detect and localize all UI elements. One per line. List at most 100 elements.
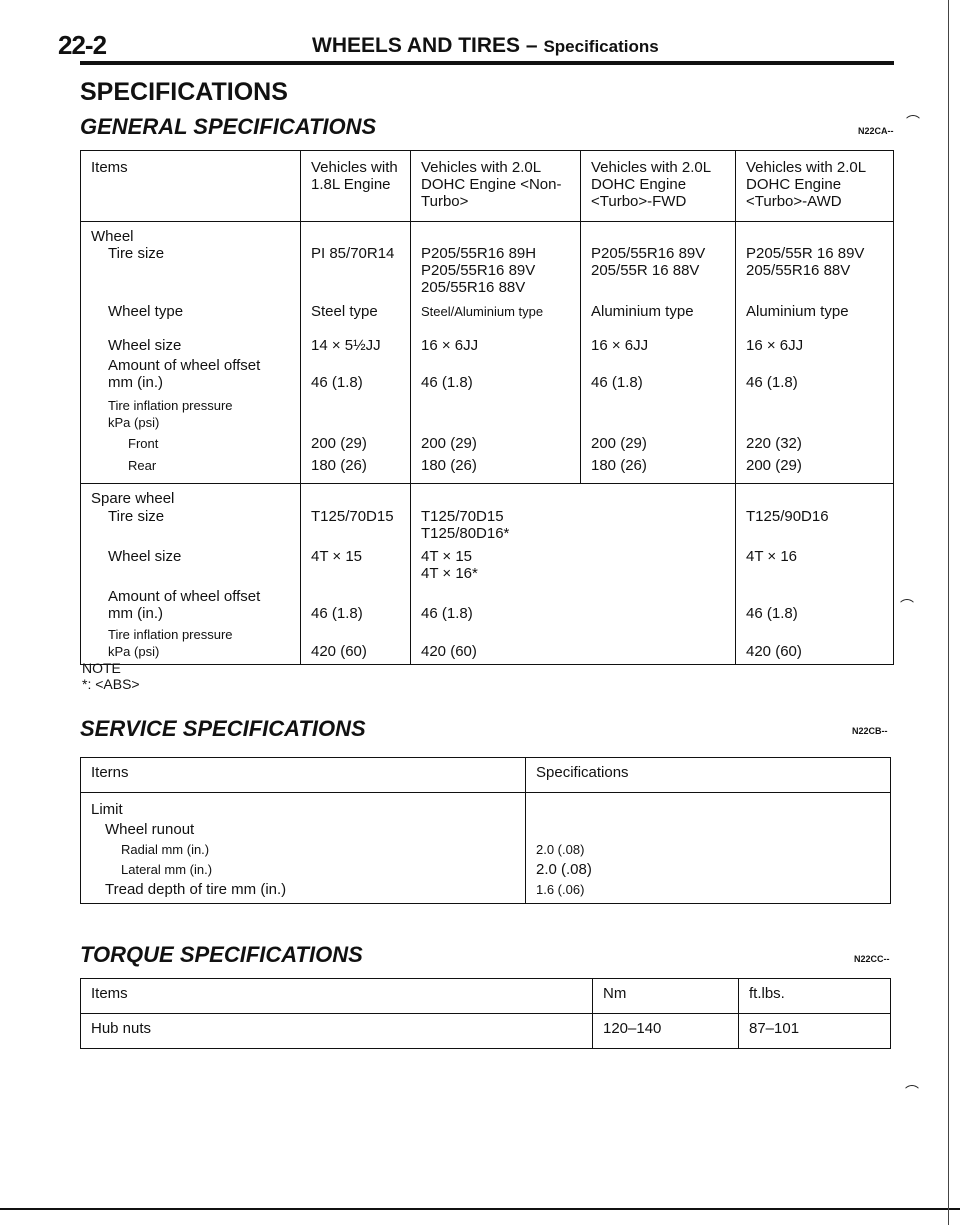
table-row: Wheel size 14 × 5½JJ 16 × 6JJ 16 × 6JJ 1… <box>80 337 894 357</box>
table-cell <box>580 397 736 435</box>
table-row: Amount of wheel offset mm (in.) 46 (1.8)… <box>80 357 894 397</box>
table-cell: 46 (1.8) <box>580 357 736 397</box>
table-cell <box>525 821 891 841</box>
torque-spec-table: Items Nm ft.lbs. Hub nuts 120–140 87–101 <box>80 978 891 1049</box>
table-cell: 46 (1.8) <box>735 588 894 626</box>
table-cell: 420 (60) <box>410 626 736 665</box>
table-cell: 46 (1.8) <box>300 357 411 397</box>
table-cell: Aluminium type <box>735 303 894 337</box>
table-cell: Radial mm (in.) <box>80 841 526 861</box>
table-cell: 200 (29) <box>735 457 894 484</box>
page-header: WHEELS AND TIRES – Specifications <box>312 34 659 58</box>
table-cell: Front <box>80 435 301 457</box>
header-dash: – <box>525 34 538 57</box>
table-cell: Wheel size <box>80 548 301 588</box>
table-cell: Wheel type <box>80 303 301 337</box>
table-header-row: Items Vehicles with 1.8L Engine Vehicles… <box>80 150 894 222</box>
table-row: Wheel runout <box>80 821 891 841</box>
table-cell <box>410 397 581 435</box>
table-header-row: Items Nm ft.lbs. <box>80 978 891 1014</box>
table-cell: 120–140 <box>592 1013 739 1049</box>
table-cell: 200 (29) <box>410 435 581 457</box>
table-cell: Rear <box>80 457 301 484</box>
column-header: Items <box>80 150 301 222</box>
column-header: Vehicles with 2.0L DOHC Engine <Non-Turb… <box>410 150 581 222</box>
column-header: ft.lbs. <box>738 978 891 1014</box>
table-row: Limit <box>80 792 891 821</box>
table-cell: Wheel runout <box>80 821 526 841</box>
table-row: Tire inflation pressure kPa (psi) <box>80 397 894 435</box>
table-cell: 16 × 6JJ <box>735 337 894 357</box>
table-row: Hub nuts 120–140 87–101 <box>80 1013 891 1049</box>
table-cell: PI 85/70R14 <box>300 245 411 303</box>
table-cell: 46 (1.8) <box>735 357 894 397</box>
margin-mark: ⌒ <box>905 1084 919 1100</box>
table-cell: Amount of wheel offset mm (in.) <box>80 357 301 397</box>
page-edge-line <box>948 0 949 1225</box>
table-cell: Wheel <box>80 221 301 245</box>
column-header: Specifications <box>525 757 891 793</box>
table-cell <box>300 397 411 435</box>
table-cell: 420 (60) <box>300 626 411 665</box>
table-cell: 2.0 (.08) <box>525 841 891 861</box>
table-cell: 200 (29) <box>300 435 411 457</box>
table-row: Tire inflation pressure kPa (psi) 420 (6… <box>80 626 894 665</box>
table-cell: Tread depth of tire mm (in.) <box>80 881 526 904</box>
table-cell: 420 (60) <box>735 626 894 665</box>
table-row: Rear 180 (26) 180 (26) 180 (26) 200 (29) <box>80 457 894 484</box>
table-cell: 200 (29) <box>580 435 736 457</box>
column-header: Iterns <box>80 757 526 793</box>
table-cell <box>410 221 581 245</box>
table-cell <box>735 221 894 245</box>
margin-mark: ⌒ <box>900 598 914 614</box>
table-cell <box>735 483 894 508</box>
footer-rule <box>0 1208 960 1210</box>
table-cell: T125/70D15 T125/80D16* <box>410 508 736 548</box>
table-cell: Limit <box>80 792 526 821</box>
table-cell: Tire size <box>80 245 301 303</box>
table-cell: 4T × 15 4T × 16* <box>410 548 736 588</box>
service-spec-code: N22CB-- <box>852 726 888 736</box>
table-row: Tread depth of tire mm (in.) 1.6 (.06) <box>80 881 891 904</box>
header-rule <box>80 61 894 65</box>
table-cell: 180 (26) <box>300 457 411 484</box>
table-cell <box>410 483 736 508</box>
table-cell: T125/90D16 <box>735 508 894 548</box>
table-cell: 180 (26) <box>580 457 736 484</box>
table-cell: 16 × 6JJ <box>580 337 736 357</box>
table-cell: 87–101 <box>738 1013 891 1049</box>
column-header: Vehicles with 1.8L Engine <box>300 150 411 222</box>
column-header: Items <box>80 978 593 1014</box>
table-cell: Aluminium type <box>580 303 736 337</box>
table-row: Lateral mm (in.) 2.0 (.08) <box>80 861 891 881</box>
page-title: SPECIFICATIONS <box>80 78 288 106</box>
service-spec-table: Iterns Specifications Limit Wheel runout… <box>80 757 891 904</box>
table-cell: Spare wheel <box>80 483 301 508</box>
general-spec-code: N22CA-- <box>858 126 894 136</box>
table-header-row: Iterns Specifications <box>80 757 891 793</box>
table-cell: 46 (1.8) <box>410 357 581 397</box>
table-cell: Steel type <box>300 303 411 337</box>
general-spec-table: Items Vehicles with 1.8L Engine Vehicles… <box>80 150 894 665</box>
table-cell: Lateral mm (in.) <box>80 861 526 881</box>
table-cell <box>525 792 891 821</box>
margin-mark: ⌒ <box>906 114 920 130</box>
table-cell: 14 × 5½JJ <box>300 337 411 357</box>
table-row: Tire size T125/70D15 T125/70D15 T125/80D… <box>80 508 894 548</box>
general-spec-heading: GENERAL SPECIFICATIONS <box>80 114 377 139</box>
table-row: Tire size PI 85/70R14 P205/55R16 89H P20… <box>80 245 894 303</box>
table-cell: 4T × 16 <box>735 548 894 588</box>
table-cell: Tire inflation pressure kPa (psi) <box>80 397 301 435</box>
table-row: Amount of wheel offset mm (in.) 46 (1.8)… <box>80 588 894 626</box>
table-cell: 1.6 (.06) <box>525 881 891 904</box>
table-row: Spare wheel <box>80 483 894 508</box>
table-row: Wheel type Steel type Steel/Aluminium ty… <box>80 303 894 337</box>
torque-spec-heading: TORQUE SPECIFICATIONS <box>80 942 363 967</box>
table-cell: 46 (1.8) <box>300 588 411 626</box>
column-header: Vehicles with 2.0L DOHC Engine <Turbo>-F… <box>580 150 736 222</box>
table-cell: 46 (1.8) <box>410 588 736 626</box>
table-cell: Amount of wheel offset mm (in.) <box>80 588 301 626</box>
column-header: Nm <box>592 978 739 1014</box>
service-spec-heading: SERVICE SPECIFICATIONS <box>80 716 366 741</box>
page-number: 22-2 <box>58 30 107 60</box>
